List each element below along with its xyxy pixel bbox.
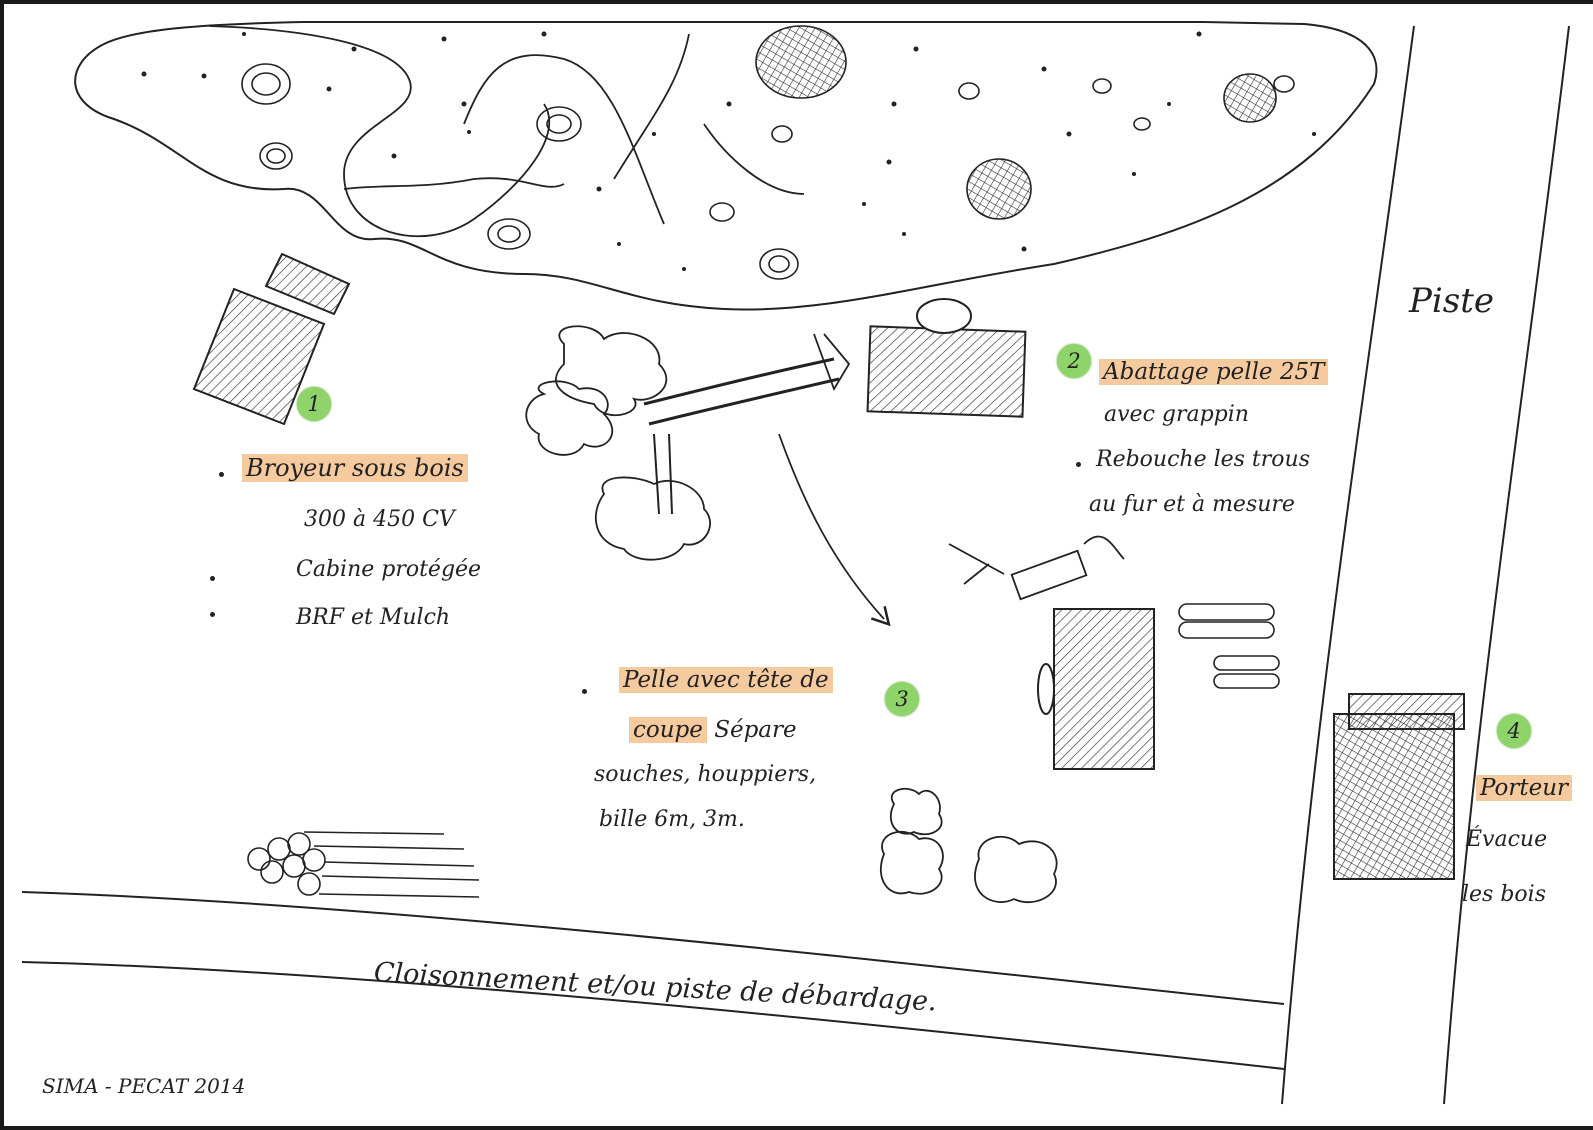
step-1-item: 300 à 450 CV	[304, 509, 455, 531]
bullet	[210, 612, 215, 617]
step-3-title-text-2: coupe	[629, 717, 707, 743]
step-3-line2: coupe Sépare	[629, 719, 797, 742]
bullet	[219, 472, 224, 477]
step-2-number: 2	[1067, 349, 1080, 373]
step-1-number: 1	[307, 392, 320, 416]
step-4-badge: 4	[1497, 714, 1531, 748]
step-2-title-text: Abattage pelle 25T	[1099, 359, 1328, 385]
bullet	[1076, 462, 1081, 467]
step-4-number: 4	[1507, 719, 1520, 743]
step-3-line4: bille 6m, 3m.	[599, 809, 745, 831]
step-3-badge: 3	[885, 682, 919, 716]
log-pile	[248, 832, 479, 897]
stumps	[242, 64, 1294, 279]
big-stumps-hatched	[756, 26, 1276, 219]
forwarder-machine	[1334, 694, 1464, 879]
step-1-title-text: Broyeur sous bois	[242, 454, 468, 482]
log-stack-right	[1179, 604, 1279, 688]
signature: SIMA - PECAT 2014	[42, 1076, 245, 1096]
excavator-machine	[868, 299, 1026, 417]
step-2-item-line2: au fur et à mesure	[1089, 494, 1295, 516]
step-2-title: Abattage pelle 25T	[1099, 361, 1328, 384]
step-1-item: BRF et Mulch	[296, 607, 450, 629]
bushes	[881, 789, 1057, 902]
step-1-title: Broyeur sous bois	[242, 456, 468, 480]
step-4-title: Porteur	[1476, 777, 1572, 800]
step-3-title-text: Pelle avec tête de	[619, 667, 833, 693]
step-2-item-line1: Rebouche les trous	[1096, 449, 1310, 471]
step-3-line3: souches, houppiers,	[594, 764, 816, 786]
step-4-line1: Évacue	[1466, 829, 1547, 851]
step-1-badge: 1	[297, 387, 331, 421]
step-3-text: Sépare	[714, 717, 796, 743]
step-4-title-text: Porteur	[1476, 775, 1572, 801]
step-3-title-line1: Pelle avec tête de	[619, 669, 833, 692]
bullet	[210, 576, 215, 581]
step-4-line2: les bois	[1462, 884, 1546, 906]
harvester-machine	[1038, 609, 1154, 769]
step-2-subtitle: avec grappin	[1104, 404, 1249, 426]
cut-logs	[949, 536, 1124, 599]
bullet	[582, 689, 587, 694]
felled-tree	[526, 326, 849, 559]
step-2-badge: 2	[1057, 344, 1091, 378]
forest-area	[75, 22, 1376, 310]
step-3-number: 3	[895, 687, 908, 711]
piste-label: Piste	[1409, 284, 1494, 318]
sketch-drawing	[4, 4, 1593, 1130]
move-arrow	[779, 434, 884, 619]
step-1-item: Cabine protégée	[296, 559, 481, 581]
forest-dots	[142, 32, 1317, 272]
